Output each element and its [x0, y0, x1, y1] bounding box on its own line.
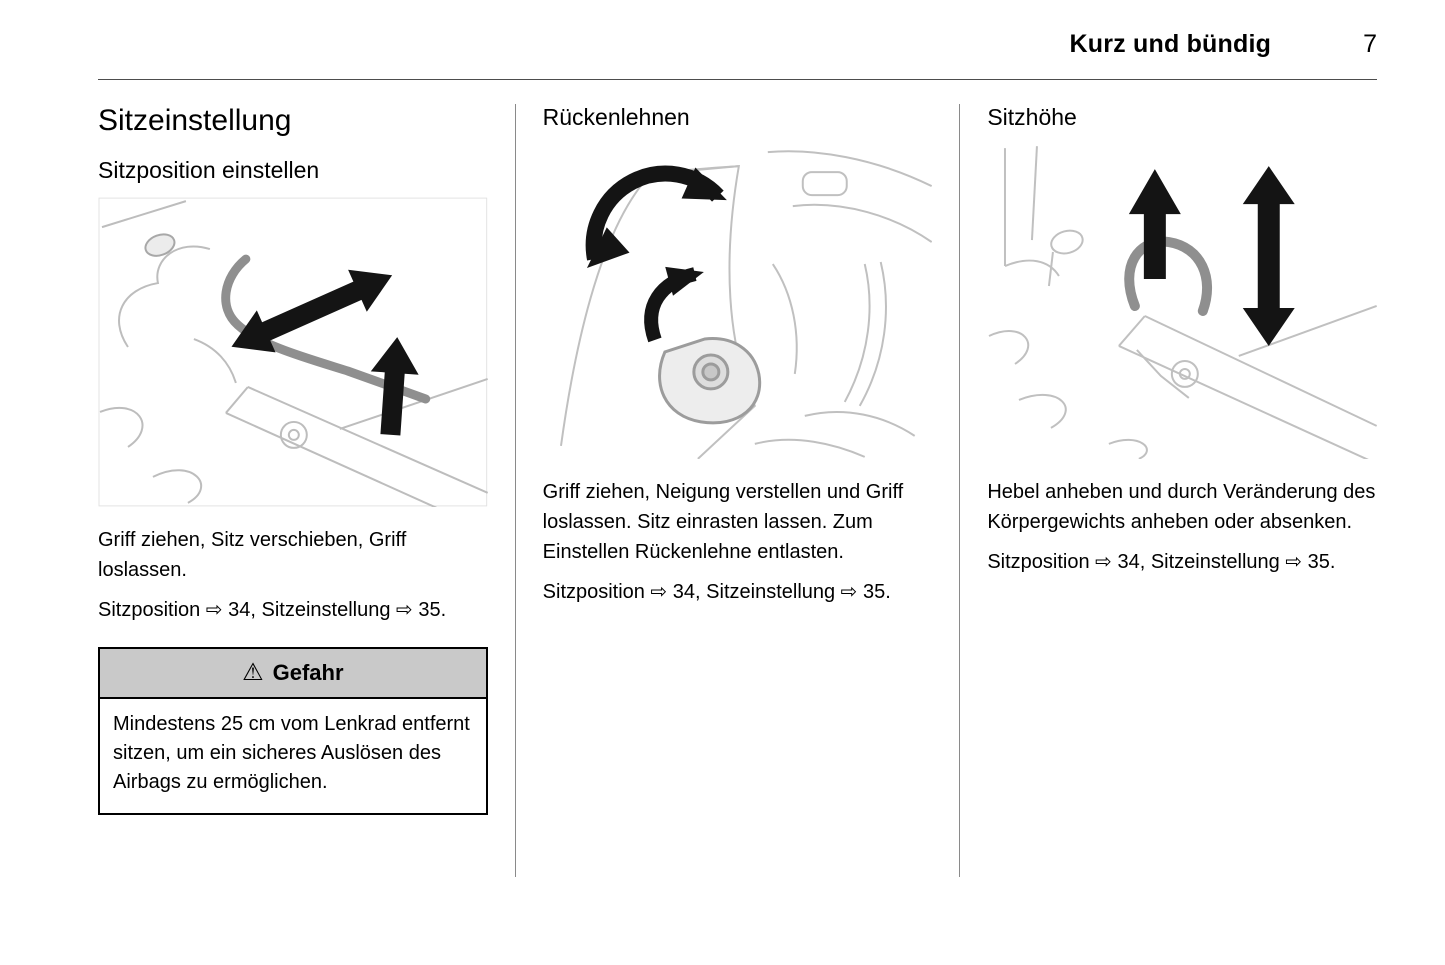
header-rule	[98, 79, 1377, 80]
reference-text: Sitzposition ⇨ 34, Sitzeinstellung ⇨ 35.	[987, 551, 1336, 574]
column-divider	[514, 104, 516, 877]
section-title: Kurz und bündig	[1069, 30, 1272, 58]
warning-text: Mindestens 25 cm vom Lenkrad entfernt si…	[98, 699, 488, 816]
manual-page: Kurz und bündig 7 Sitzeinstellung Sitzpo…	[98, 30, 1377, 877]
instruction-text: Griff ziehen, Neigung verstellen und Gri…	[542, 481, 904, 564]
instruction-text: Hebel anheben und durch Veränderung des …	[987, 481, 1376, 534]
warning-header: ⚠ Gefahr	[98, 647, 488, 700]
column-heading: Sitzhöhe	[987, 104, 1077, 130]
column-divider	[959, 104, 961, 877]
warning-triangle-icon: ⚠	[242, 659, 264, 687]
seat-height-illustration	[988, 146, 1377, 460]
page-header: Kurz und bündig 7	[98, 30, 1377, 79]
column-seat-adjustment: Sitzeinstellung Sitzposition einstellen	[98, 104, 488, 877]
reference-text: Sitzposition ⇨ 34, Sitzeinstellung ⇨ 35.	[98, 599, 447, 622]
instruction-text: Griff ziehen, Sitz verschieben, Griff lo…	[98, 529, 407, 582]
reference-text: Sitzposition ⇨ 34, Sitzeinstellung ⇨ 35.	[542, 581, 891, 604]
column-subheading: Sitzposition einstellen	[98, 157, 320, 183]
seat-position-illustration	[98, 198, 488, 508]
content-columns: Sitzeinstellung Sitzposition einstellen	[98, 80, 1377, 877]
page-number: 7	[1363, 30, 1377, 58]
column-seat-height: Sitzhöhe	[987, 104, 1377, 877]
column-heading: Rückenlehnen	[542, 104, 690, 130]
backrest-illustration	[559, 150, 932, 460]
warning-box: ⚠ Gefahr Mindestens 25 cm vom Lenkrad en…	[98, 647, 488, 816]
column-heading: Sitzeinstellung	[98, 104, 292, 137]
warning-title: Gefahr	[272, 660, 344, 686]
column-backrests: Rückenlehnen	[543, 104, 933, 877]
